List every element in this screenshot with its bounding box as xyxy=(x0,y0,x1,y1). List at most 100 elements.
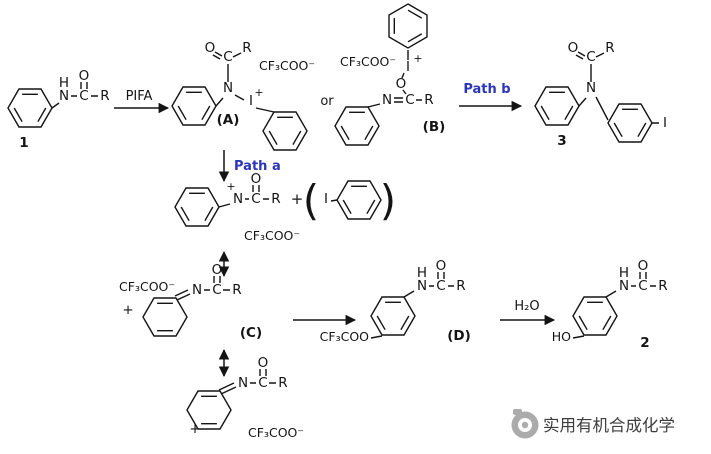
intermediate-A: O C R N I + CF₃COO⁻ (A) xyxy=(171,40,315,151)
atom-o: O xyxy=(212,262,223,278)
atom-o: O xyxy=(638,258,649,274)
watermark-logo-icon xyxy=(511,409,539,439)
reagent-pifa-label: PIFA xyxy=(126,89,153,104)
benzene-ring xyxy=(572,296,618,336)
bonds xyxy=(218,185,338,208)
path-a-step: Path a xyxy=(218,150,281,183)
benzene-ring xyxy=(607,103,653,143)
atom-i: I xyxy=(324,191,328,207)
pifa-step: PIFA xyxy=(114,89,170,114)
compound-label-1: 1 xyxy=(19,135,28,151)
cf3coo-anion: CF₃COO⁻ xyxy=(119,279,175,294)
atom-h: H xyxy=(417,265,427,281)
intermediate-D: H N C O R CF₃COO (D) xyxy=(320,258,471,344)
benzene-ring xyxy=(7,88,53,128)
watermark: 实用有机合成化学 xyxy=(511,409,675,439)
close-paren: ) xyxy=(380,176,396,225)
benzene-ring xyxy=(262,111,308,151)
atom-n: N xyxy=(417,278,427,294)
atom-n: N xyxy=(233,191,243,207)
path-b-label: Path b xyxy=(463,82,510,97)
path-a-label: Path a xyxy=(234,159,281,174)
atom-r: R xyxy=(242,40,251,56)
atom-n: N xyxy=(382,92,392,108)
plus-charge: + xyxy=(122,302,133,318)
plus-charge: + xyxy=(189,421,200,437)
bonds xyxy=(575,51,659,124)
atom-o: O xyxy=(205,40,216,56)
hydrolysis-step: H₂O xyxy=(500,299,556,326)
benzene-ring xyxy=(534,86,580,126)
bonds xyxy=(212,51,275,113)
bonds xyxy=(572,272,656,339)
intermediate-B: I + CF₃COO⁻ O N C R (B) xyxy=(334,3,445,146)
benzene-ring xyxy=(370,296,416,336)
bonds xyxy=(370,272,454,339)
atom-r: R xyxy=(271,191,280,207)
atom-n: N xyxy=(619,278,629,294)
atom-r: R xyxy=(424,92,433,108)
compound-label-2: 2 xyxy=(640,335,649,351)
atom-r: R xyxy=(100,88,109,104)
bonds xyxy=(218,369,276,395)
atom-n: N xyxy=(586,80,596,96)
hydroxyl-group: HO xyxy=(552,329,571,344)
watermark-text: 实用有机合成化学 xyxy=(543,416,675,435)
atom-o: O xyxy=(568,40,579,56)
resonance-structure-bottom: N C O R + CF₃COO⁻ xyxy=(186,355,304,440)
cf3coo-group: CF₃COO xyxy=(320,329,369,344)
atom-n: N xyxy=(59,88,69,104)
reagent-water-label: H₂O xyxy=(514,299,539,314)
atom-c: C xyxy=(405,92,414,108)
benzene-ring xyxy=(174,187,220,227)
atom-r: R xyxy=(658,278,667,294)
plus-charge: + xyxy=(413,52,422,65)
resonance-structure-C: CF₃COO⁻ + N C O R (C) xyxy=(119,262,262,341)
path-b-step: Path b xyxy=(459,82,523,112)
bonds xyxy=(51,82,98,109)
atom-c: C xyxy=(212,282,221,298)
atom-c: C xyxy=(638,278,647,294)
atom-c: C xyxy=(223,49,232,65)
atom-o: O xyxy=(436,258,447,274)
atom-r: R xyxy=(278,375,287,391)
cf3coo-anion: CF₃COO⁻ xyxy=(244,228,300,243)
benzene-ring xyxy=(334,106,380,146)
plus-connector: + xyxy=(291,190,304,208)
atom-c: C xyxy=(251,191,260,207)
atom-h: H xyxy=(619,265,629,281)
cyclohexadiene-ring xyxy=(142,297,188,337)
benzene-ring xyxy=(171,86,217,126)
compound-label-A: (A) xyxy=(217,112,240,128)
atom-n: N xyxy=(238,375,248,391)
cf3coo-anion: CF₃COO⁻ xyxy=(340,54,396,69)
atom-o: O xyxy=(258,355,269,371)
nitrenium-intermediate: + N C O R + ( I ) CF₃COO⁻ xyxy=(174,171,396,243)
atom-o: O xyxy=(251,171,262,187)
or-label: or xyxy=(320,94,334,109)
plus-charge: + xyxy=(226,180,235,193)
benzene-ring xyxy=(388,3,428,49)
atom-r: R xyxy=(456,278,465,294)
atom-c: C xyxy=(586,49,595,65)
compound-3: O C R N I 3 xyxy=(534,40,667,149)
atom-c: C xyxy=(436,278,445,294)
compound-1: H N C O R 1 xyxy=(7,68,110,151)
benzene-ring xyxy=(336,180,382,220)
atom-o: O xyxy=(79,68,90,84)
cf3coo-anion: CF₃COO⁻ xyxy=(248,425,304,440)
bonds xyxy=(367,50,422,108)
atom-r: R xyxy=(232,282,241,298)
compound-label-3: 3 xyxy=(557,133,566,149)
bonds xyxy=(174,276,230,301)
compound-label-C: (C) xyxy=(240,325,262,341)
atom-c: C xyxy=(258,375,267,391)
atom-i: I xyxy=(249,93,253,109)
atom-r: R xyxy=(605,40,614,56)
compound-label-D: (D) xyxy=(447,328,471,344)
atom-c: C xyxy=(79,88,88,104)
atom-n: N xyxy=(223,80,233,96)
cf3coo-anion: CF₃COO⁻ xyxy=(259,58,315,73)
atom-h: H xyxy=(59,75,69,91)
